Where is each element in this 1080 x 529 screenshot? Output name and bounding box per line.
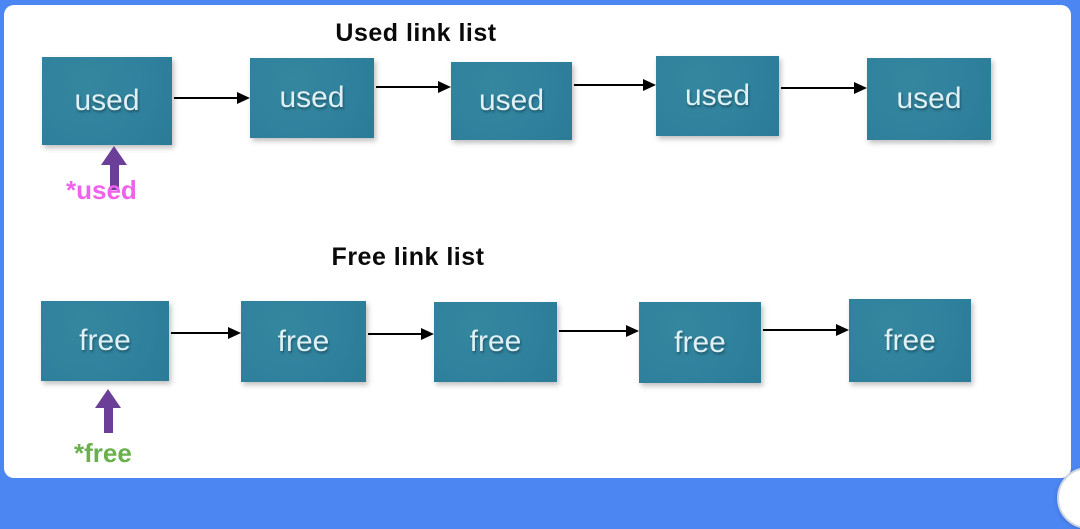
free-link-arrow-1: [171, 327, 241, 339]
arrow-head: [95, 389, 121, 408]
free-node-4: free: [639, 302, 761, 383]
free-link-arrow-2: [368, 328, 434, 340]
free-pointer-label: *free: [74, 438, 132, 468]
free-node-label: free: [277, 324, 330, 358]
free-node-label: free: [79, 324, 131, 357]
used-node-4: used: [656, 56, 779, 136]
arrow-shaft: [109, 165, 119, 190]
used-node-1: used: [42, 57, 172, 145]
free-node-label: free: [469, 325, 522, 358]
diagram-canvas: Used link list used used used used used …: [4, 5, 1071, 478]
free-node-1: free: [41, 301, 169, 381]
free-node-label: free: [884, 323, 936, 357]
free-link-arrow-4: [763, 324, 849, 336]
arrow-head: [101, 146, 127, 165]
used-node-3: used: [451, 62, 572, 140]
used-node-label: used: [896, 82, 962, 115]
used-link-arrow-3: [574, 79, 656, 91]
free-node-3: free: [434, 302, 557, 382]
free-node-label: free: [674, 325, 726, 359]
free-pointer-arrow-icon: [93, 389, 123, 433]
used-link-arrow-4: [781, 82, 867, 94]
used-node-label: used: [684, 79, 751, 112]
used-pointer-label: *used: [66, 175, 137, 205]
free-link-arrow-3: [559, 325, 639, 337]
used-node-label: used: [279, 81, 345, 114]
free-list-title: Free link list: [331, 243, 485, 271]
free-node-2: free: [241, 301, 366, 382]
used-list-title: Used link list: [335, 19, 497, 47]
used-node-label: used: [478, 84, 545, 117]
used-node-2: used: [250, 58, 374, 138]
used-node-5: used: [867, 58, 991, 140]
free-node-5: free: [849, 299, 971, 382]
used-link-arrow-2: [376, 81, 451, 93]
arrow-shaft: [103, 408, 113, 433]
used-node-label: used: [74, 84, 140, 117]
used-link-arrow-1: [174, 92, 250, 104]
used-pointer-arrow-icon: [99, 146, 129, 190]
